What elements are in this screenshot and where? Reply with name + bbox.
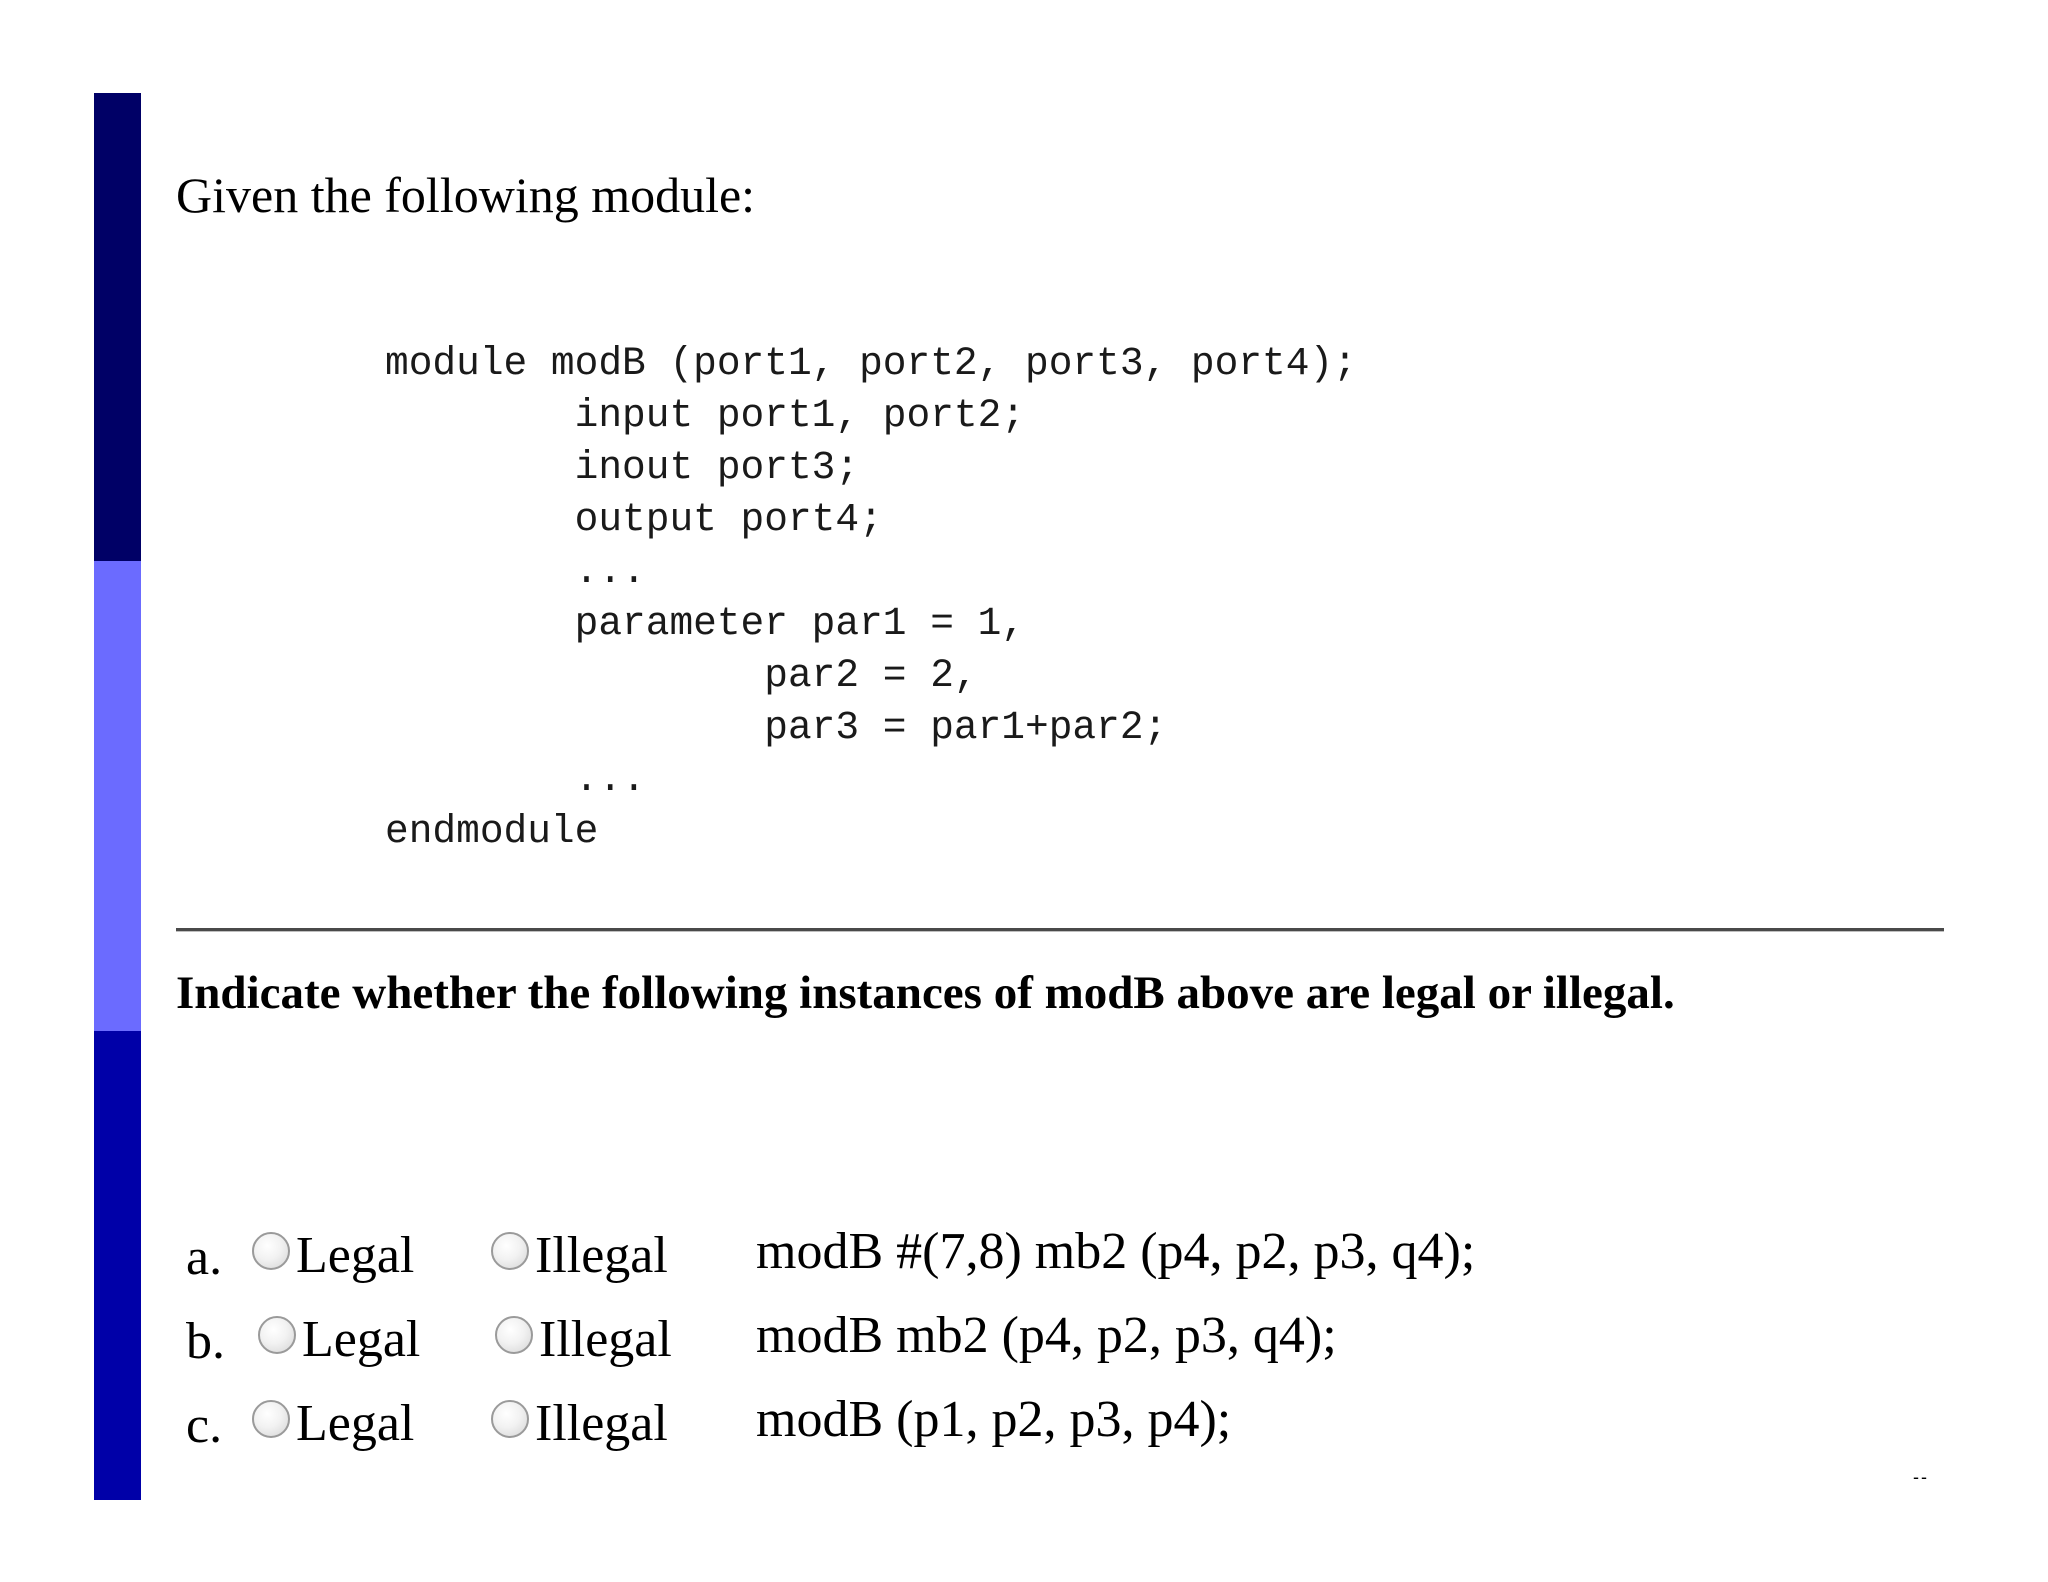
code-line: par2 = 2, [385,653,978,698]
instruction-heading: Indicate whether the following instances… [176,967,1675,1019]
option-label: Illegal [535,1227,668,1284]
question-letter: c. [186,1397,223,1454]
radio-button-legal-a[interactable] [252,1232,290,1270]
code-line: ... [385,549,646,594]
intro-heading: Given the following module: [176,167,756,223]
code-line: endmodule [385,809,599,854]
option-label: Illegal [539,1311,672,1368]
question-row-b: b. Legal Illegal modB mb2 (p4, p2, p3, q… [186,1304,1786,1370]
instance-code: modB mb2 (p4, p2, p3, q4); [756,1307,1337,1364]
instance-code: modB (p1, p2, p3, p4); [756,1391,1232,1448]
horizontal-divider [176,928,1944,932]
instance-code: modB #(7,8) mb2 (p4, p2, p3, q4); [756,1223,1476,1280]
question-row-c: c. Legal Illegal modB (p1, p2, p3, p4); [186,1388,1786,1454]
code-line: parameter par1 = 1, [385,601,1026,646]
option-label: Illegal [535,1395,668,1452]
radio-button-illegal-c[interactable] [491,1400,529,1438]
code-line: output port4; [385,497,883,542]
code-block: module modB (port1, port2, port3, port4)… [385,338,1357,858]
side-accent-bar-middle [94,561,141,1031]
question-letter: b. [186,1313,225,1370]
code-line: inout port3; [385,445,860,490]
radio-button-legal-c[interactable] [252,1400,290,1438]
corner-mark: -- [1913,1467,1929,1487]
side-accent-bar-top [94,93,141,561]
code-line: ... [385,757,646,802]
option-label: Legal [302,1311,421,1368]
code-line: module modB (port1, port2, port3, port4)… [385,341,1357,386]
side-accent-bar-bottom [94,1031,141,1500]
option-label: Legal [296,1227,415,1284]
question-row-a: a. Legal Illegal modB #(7,8) mb2 (p4, p2… [186,1220,1786,1286]
code-line: input port1, port2; [385,393,1026,438]
option-label: Legal [296,1395,415,1452]
radio-button-illegal-b[interactable] [495,1316,533,1354]
question-letter: a. [186,1229,223,1286]
code-line: par3 = par1+par2; [385,705,1168,750]
radio-button-illegal-a[interactable] [491,1232,529,1270]
radio-button-legal-b[interactable] [258,1316,296,1354]
